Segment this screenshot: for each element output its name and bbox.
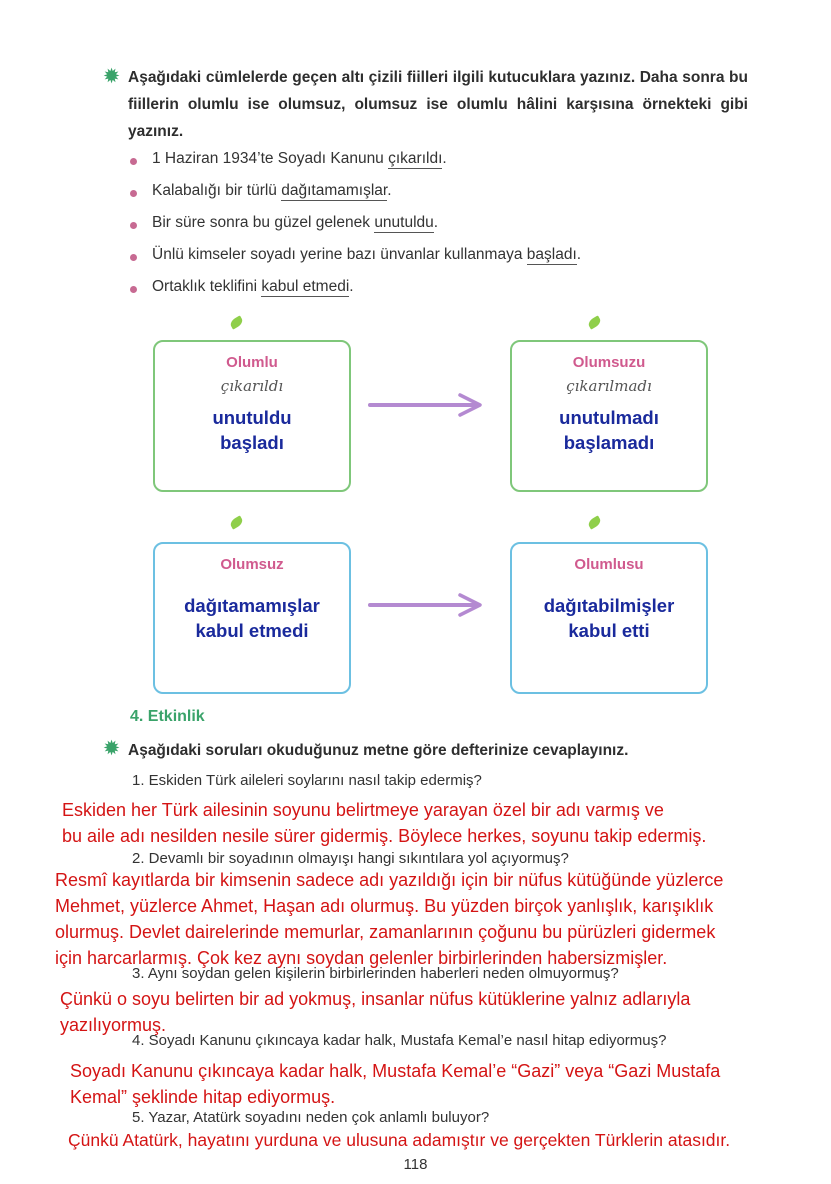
- answer-5-line-1: Çünkü Atatürk, hayatını yurduna ve ulusu…: [68, 1130, 731, 1150]
- sentence-text: Ortaklık teklifini: [152, 278, 262, 295]
- bullet-icon: [130, 286, 137, 293]
- answer-1-line-2: bu aile adı nesilden nesile sürer giderm…: [62, 826, 707, 846]
- box-olumsuz: Olumsuz dağıtamamışlar kabul etmedi: [153, 542, 351, 694]
- underlined-verb: dağıtamamışlar: [281, 182, 388, 201]
- answer-4-line-2: Kemal” şeklinde hitap ediyormuş.: [70, 1087, 336, 1107]
- answer-1-line-1: Eskiden her Türk ailesinin soyunu belirt…: [62, 800, 664, 820]
- box-example: çıkarılmadı: [566, 377, 652, 395]
- sentence-end: .: [349, 278, 354, 295]
- box-answer: başladı: [220, 432, 284, 453]
- underlined-verb: kabul etmedi: [261, 278, 350, 297]
- box-answer: dağıtabilmişler: [543, 595, 675, 616]
- box-heading: Olumsuzu: [572, 354, 646, 371]
- answer-2-line-4: için harcarlarmış. Çok kez aynı soydan g…: [55, 948, 668, 968]
- leaf-icon: [228, 515, 245, 530]
- underlined-verb: çıkarıldı: [388, 150, 443, 169]
- box-answer: kabul etmedi: [195, 620, 309, 641]
- box-example: çıkarıldı: [220, 377, 284, 395]
- bullet-icon: [130, 190, 137, 197]
- leaf-icon: [586, 315, 603, 330]
- bullet-icon: [130, 254, 137, 261]
- underlined-verb: unutuldu: [374, 214, 434, 233]
- sentence-end: .: [433, 214, 439, 231]
- activity-title: 4. Etkinlik: [130, 708, 205, 725]
- instruction-text: Aşağıdaki cümlelerde geçen altı çizili f…: [128, 69, 748, 140]
- answer-2-line-3: olurmuş. Devlet dairelerinde memurlar, z…: [55, 922, 716, 942]
- box-heading: Olumlusu: [574, 556, 644, 573]
- box-heading: Olumsuz: [220, 556, 284, 573]
- box-heading: Olumlu: [226, 354, 278, 371]
- answer-2-line-1: Resmî kayıtlarda bir kimsenin sadece adı…: [55, 870, 724, 890]
- underlined-verb: başladı: [526, 246, 577, 265]
- asterisk-icon: ✹: [104, 738, 120, 758]
- answer-3-line-2: yazılıyormuş.: [60, 1015, 167, 1035]
- answer-4-line-1: Soyadı Kanunu çıkıncaya kadar halk, Must…: [70, 1061, 721, 1081]
- box-olumsuzu: Olumsuzu çıkarılmadı unutulmadı başlamad…: [510, 340, 708, 492]
- box-olumlu: Olumlu çıkarıldı unutuldu başladı: [153, 340, 351, 492]
- box-olumlusu: Olumlusu dağıtabilmişler kabul etti: [510, 542, 708, 694]
- leaf-icon: [228, 315, 245, 330]
- sentence-end: .: [442, 150, 447, 167]
- question-3: 3. Aynı soydan gelen kişilerin birbirler…: [132, 965, 619, 982]
- sentence-text: Kalabalığı bir türlü: [152, 182, 282, 199]
- sentence-text: Ünlü kimseler soyadı yerine bazı ünvanla…: [152, 246, 527, 263]
- question-5: 5. Yazar, Atatürk soyadını neden çok anl…: [132, 1109, 490, 1126]
- page-number: 118: [403, 1156, 428, 1173]
- question-4: 4. Soyadı Kanunu çıkıncaya kadar halk, M…: [132, 1032, 667, 1049]
- arrow-right-icon: [368, 593, 482, 617]
- box-answer: başlamadı: [563, 432, 655, 453]
- question-1: 1. Eskiden Türk aileleri soylarını nasıl…: [132, 772, 482, 789]
- box-answer: kabul etti: [568, 620, 650, 641]
- box-answer: unutulmadı: [559, 407, 659, 428]
- box-answer: unutuldu: [212, 407, 292, 428]
- arrow-right-icon: [368, 393, 482, 417]
- bullet-icon: [130, 158, 137, 165]
- sentence-text: Bir süre sonra bu güzel gelenek: [152, 214, 375, 231]
- sentence-text: 1 Haziran 1934’te Soyadı Kanunu: [152, 150, 389, 167]
- sentence-end: .: [576, 246, 582, 263]
- instruction-text-2: Aşağıdaki soruları okuduğunuz metne göre…: [128, 742, 629, 759]
- question-2: 2. Devamlı bir soyadının olmayışı hangi …: [132, 850, 569, 867]
- bullet-icon: [130, 222, 137, 229]
- answer-3-line-1: Çünkü o soyu belirten bir ad yokmuş, ins…: [60, 989, 691, 1009]
- asterisk-icon: ✹: [104, 66, 120, 86]
- sentence-end: .: [387, 182, 392, 199]
- box-answer: dağıtamamışlar: [184, 595, 320, 616]
- leaf-icon: [586, 515, 603, 530]
- answer-2-line-2: Mehmet, yüzlerce Ahmet, Haşan adı olurmu…: [55, 896, 714, 916]
